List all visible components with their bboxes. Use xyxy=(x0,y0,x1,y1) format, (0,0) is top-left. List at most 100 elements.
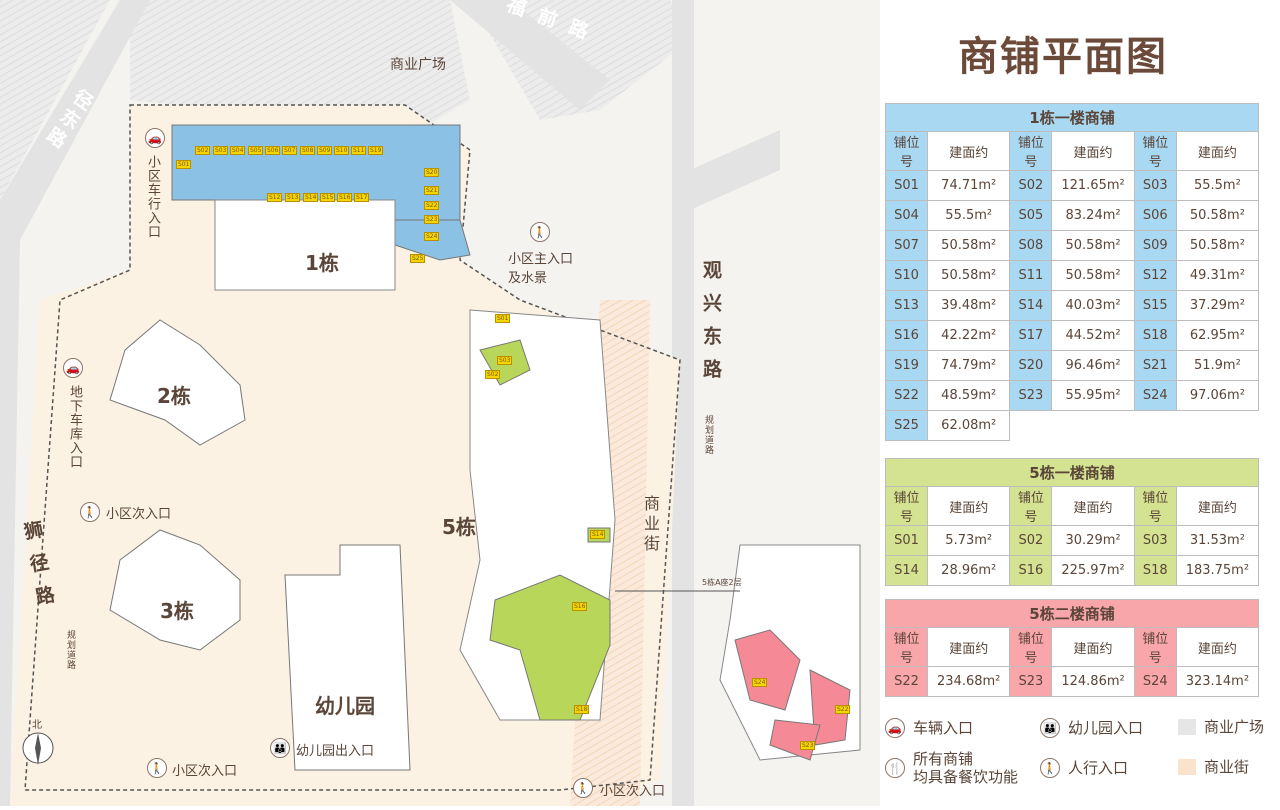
street-label: 商业街 xyxy=(641,495,660,555)
shop-area: 55.5m² xyxy=(927,200,1011,231)
shop-tag[interactable]: S05 xyxy=(248,146,264,155)
shop-id: S05 xyxy=(1009,200,1053,231)
shop-tag[interactable]: S14 xyxy=(590,530,606,539)
shop-area: 40.03m² xyxy=(1051,290,1135,321)
pedestrian-icon: 🚶 xyxy=(573,778,593,798)
shop-id: S23 xyxy=(1009,380,1053,411)
pedestrian-icon: 🚶 xyxy=(530,222,550,242)
shop-area: 55.5m² xyxy=(1175,170,1260,201)
shop-id: S12 xyxy=(1133,260,1177,291)
shop-id: S16 xyxy=(1009,555,1053,586)
shop-id: S09 xyxy=(1133,230,1177,261)
legend-label: 商业街 xyxy=(1204,758,1250,776)
shop-tag[interactable]: S03 xyxy=(213,146,229,155)
shop-area: 121.65m² xyxy=(1051,170,1135,201)
shop-tag[interactable]: S07 xyxy=(282,146,298,155)
page-title: 商铺平面图 xyxy=(958,33,1168,80)
shop-area: 55.95m² xyxy=(1051,380,1135,411)
shop-id: S04 xyxy=(884,200,929,231)
building-2-label: 2栋 xyxy=(157,384,191,408)
shop-area: 51.9m² xyxy=(1175,350,1260,381)
shop-id: S08 xyxy=(1009,230,1053,261)
shop-tag[interactable]: S15 xyxy=(320,193,336,202)
shop-id: S01 xyxy=(884,525,929,556)
shop-tag[interactable]: S16 xyxy=(572,602,588,611)
car-icon: 🚗 xyxy=(885,718,905,738)
shop-tag[interactable]: S01 xyxy=(495,314,511,323)
shop-id: S02 xyxy=(1009,170,1053,201)
shop-tag[interactable]: S02 xyxy=(195,146,211,155)
legend-label: 商业广场 xyxy=(1204,718,1265,736)
legend-item: 🚶人行入口 xyxy=(1040,758,1128,778)
shop-id: S16 xyxy=(884,320,929,351)
shop-tag[interactable]: S02 xyxy=(485,370,501,379)
shop-id: S14 xyxy=(1009,290,1053,321)
header-area: 建面约 xyxy=(1175,627,1260,667)
shop-tag[interactable]: S20 xyxy=(424,168,440,177)
legend-item: 商业广场 xyxy=(1178,718,1264,736)
shop-tag[interactable]: S14 xyxy=(303,193,319,202)
shop-area: 50.58m² xyxy=(1051,230,1135,261)
shop-id: S18 xyxy=(1133,555,1177,586)
header-area: 建面约 xyxy=(927,627,1011,667)
shop-id: S20 xyxy=(1009,350,1053,381)
shop-tag[interactable]: S13 xyxy=(285,193,301,202)
shop-area: 183.75m² xyxy=(1175,555,1260,586)
shop-id: S10 xyxy=(884,260,929,291)
shop-id: S11 xyxy=(1009,260,1053,291)
shop-tag[interactable]: S22 xyxy=(835,705,851,714)
side-entrance-label: 小区次入口 xyxy=(172,764,238,779)
dining-icon: 🍴 xyxy=(885,758,905,778)
legend-label: 车辆入口 xyxy=(913,719,974,737)
shop-tag[interactable]: S21 xyxy=(424,186,440,195)
shop-tag[interactable]: S01 xyxy=(176,160,192,169)
shop-tag[interactable]: S19 xyxy=(368,146,384,155)
header-unit: 铺位号 xyxy=(884,131,929,171)
shop-tag[interactable]: S23 xyxy=(800,741,816,750)
shop-area: 31.53m² xyxy=(1175,525,1260,556)
shop-tag[interactable]: S08 xyxy=(300,146,316,155)
legend-item: 👪幼儿园入口 xyxy=(1040,718,1143,738)
shop-area: 28.96m² xyxy=(927,555,1011,586)
car-icon: 🚗 xyxy=(145,128,165,148)
shop-tag[interactable]: S06 xyxy=(265,146,281,155)
shop-tag[interactable]: S16 xyxy=(337,193,353,202)
shop-tag[interactable]: S04 xyxy=(230,146,246,155)
shop-tag[interactable]: S12 xyxy=(267,193,283,202)
plaza-swatch xyxy=(1178,719,1196,735)
shop-tag[interactable]: S03 xyxy=(497,356,513,365)
shop-area: 62.08m² xyxy=(927,410,1011,441)
kindergarten-entrance-label: 幼儿园出入口 xyxy=(296,744,375,759)
shop-area: 48.59m² xyxy=(927,380,1011,411)
shop-tag[interactable]: S18 xyxy=(574,705,590,714)
shop-id: S13 xyxy=(884,290,929,321)
building-1-label: 1栋 xyxy=(305,251,339,275)
shop-area: 50.58m² xyxy=(927,230,1011,261)
shop-tag[interactable]: S17 xyxy=(354,193,370,202)
shop-tag[interactable]: S24 xyxy=(424,232,440,241)
vehicle-entrance-label: 小区车行入口 xyxy=(145,155,160,239)
street-swatch xyxy=(1178,759,1196,775)
header-area: 建面约 xyxy=(1051,486,1135,526)
main-entrance-label: 小区主入口及水景 xyxy=(508,252,574,286)
shop-tag[interactable]: S25 xyxy=(410,254,426,263)
side-entrance-label: 小区次入口 xyxy=(106,507,172,522)
kindergarten-icon: 👪 xyxy=(1040,718,1060,738)
shop-tag[interactable]: S24 xyxy=(752,678,768,687)
shop-area: 74.79m² xyxy=(927,350,1011,381)
shop-area: 96.46m² xyxy=(1051,350,1135,381)
shop-tag[interactable]: S11 xyxy=(351,146,367,155)
shop-id: S01 xyxy=(884,170,929,201)
shop-area: 323.14m² xyxy=(1175,666,1260,697)
shop-tag[interactable]: S09 xyxy=(317,146,333,155)
shop-tag[interactable]: S22 xyxy=(424,201,440,210)
shop-tag[interactable]: S10 xyxy=(334,146,350,155)
header-unit: 铺位号 xyxy=(1009,131,1053,171)
shop-tag[interactable]: S23 xyxy=(424,215,440,224)
shop-area: 49.31m² xyxy=(1175,260,1260,291)
shop-area: 39.48m² xyxy=(927,290,1011,321)
